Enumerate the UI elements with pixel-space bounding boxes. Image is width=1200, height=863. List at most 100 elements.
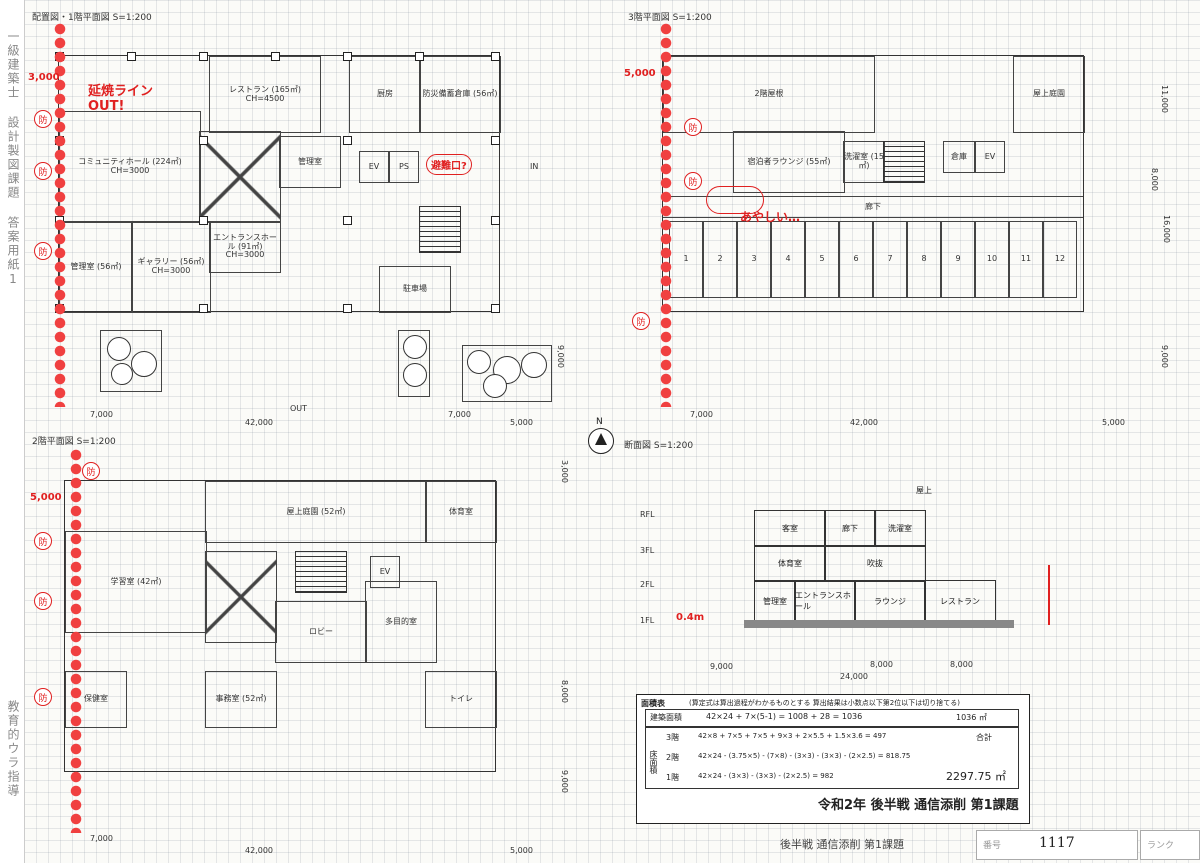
number-box[interactable]: 番号 1117 — [976, 830, 1138, 860]
f1-side-dim: 9,000 — [556, 345, 565, 368]
handwritten-note: 後半戦 通信添削 第1課題 — [780, 838, 904, 851]
f2-gym: 体育室 — [425, 481, 497, 543]
guest-room-unit: 7 — [873, 221, 907, 298]
level-rfl: RFL — [640, 510, 655, 519]
f2-bay-right-dim: 5,000 — [510, 846, 533, 855]
community-hall: コミュニティホール (224㎡) CH=3000 — [59, 111, 201, 223]
exam-title: 令和2年 後半戦 通信添削 第1課題 — [818, 798, 1019, 813]
total-value: 2297.75 ㎡ — [946, 770, 1006, 783]
column — [127, 52, 136, 61]
column — [415, 52, 424, 61]
column — [271, 52, 280, 61]
ps-1f: PS — [389, 151, 419, 183]
f2-toilet: トイレ — [425, 671, 497, 728]
fire-spread-line — [70, 448, 82, 833]
tree-icon — [483, 374, 507, 398]
f2-side-dim: 8,000 — [560, 680, 569, 703]
column — [343, 304, 352, 313]
level-3fl: 3FL — [640, 546, 655, 555]
column — [343, 52, 352, 61]
tree-icon — [467, 350, 491, 374]
guest-room-unit: 11 — [1009, 221, 1043, 298]
f2-roof-garden: 屋上庭園 (52㎡) — [205, 481, 427, 543]
f2-meeting: 多目的室 — [365, 581, 437, 663]
f1-bay-dim: 7,000 — [448, 410, 471, 419]
fire-prevention-mark: 防 — [34, 532, 52, 550]
floor3-plan: 2階屋根 屋上庭園 宿泊者ラウンジ (55㎡) 洗濯室 (15㎡) 倉庫 EV … — [662, 55, 1085, 312]
north-label: N — [596, 417, 603, 427]
in-label: IN — [530, 162, 539, 171]
site-plan-title: 配置図・1階平面図 S=1:200 — [32, 13, 152, 23]
tree-icon — [131, 351, 157, 377]
column — [199, 216, 208, 225]
f3-total-dim: 42,000 — [850, 418, 878, 427]
f1-bay-right-dim: 5,000 — [510, 418, 533, 427]
red-dim-note: 3,000 — [28, 72, 60, 83]
guest-room-unit: 6 — [839, 221, 873, 298]
f2-side-dim: 9,000 — [560, 770, 569, 793]
office-room: 管理室 (56㎡) — [59, 221, 133, 313]
level-2fl: 2FL — [640, 580, 655, 589]
area-table-note: (算定式は算出過程がわかるものとする 算出結果は小数点以下第2位以下は切り捨てる… — [689, 699, 960, 707]
guest-room-unit: 8 — [907, 221, 941, 298]
planting-area — [462, 345, 552, 402]
guest-room-unit: 2 — [703, 221, 737, 298]
level-1fl: 1FL — [640, 616, 655, 625]
column — [199, 304, 208, 313]
guest-room-unit: 9 — [941, 221, 975, 298]
f2-total-dim: 42,000 — [245, 846, 273, 855]
mgmt-room: 管理室 — [279, 136, 341, 188]
entrance-hall: エントランスホール (91㎡) CH=3000 — [209, 221, 281, 273]
fire-prevention-mark: 防 — [684, 118, 702, 136]
building-area-formula: 42×24 + 7×(5-1) = 1008 + 28 = 1036 — [706, 712, 863, 721]
tree-icon — [403, 335, 427, 359]
sec-room-2a: 体育室 — [754, 545, 826, 582]
bottom-bar: 後半戦 通信添削 第1課題 番号 1117 ランク — [780, 830, 1200, 860]
north-arrow-head — [595, 433, 607, 445]
f3-corridor: 廊下 — [663, 196, 1083, 218]
red-circle-mark — [706, 186, 764, 214]
column — [491, 136, 500, 145]
storage-room: 防災備蓄倉庫 (56㎡) — [419, 56, 501, 133]
f2-ev: EV — [370, 556, 400, 588]
sec-room-3a: 客室 — [754, 510, 826, 547]
restaurant-room: レストラン (165㎡) CH=4500 — [209, 56, 321, 133]
f1-bay-dim: 7,000 — [90, 410, 113, 419]
rank-box[interactable]: ランク — [1140, 830, 1200, 860]
sec-room-3c: 洗濯室 — [874, 510, 926, 547]
f2-bay-dim: 7,000 — [90, 834, 113, 843]
f2-stair — [295, 551, 347, 593]
fire-prevention-mark: 防 — [684, 172, 702, 190]
fire-prevention-mark: 防 — [632, 312, 650, 330]
f3-storage: 倉庫 — [943, 141, 975, 173]
sec-roof: 屋上 — [916, 485, 932, 495]
number-label: 番号 — [983, 841, 1002, 851]
ev-1f: EV — [359, 151, 389, 183]
sec-ground — [744, 620, 1014, 628]
sec-room-2b: 吹抜 — [824, 545, 926, 582]
floor3-title: 3階平面図 S=1:200 — [628, 13, 712, 23]
sec-span-dim: 24,000 — [840, 672, 868, 681]
sec-bay-dim: 9,000 — [710, 662, 733, 671]
fire-prevention-mark: 防 — [82, 462, 100, 480]
f3-bay-right-dim: 5,000 — [1102, 418, 1125, 427]
rank-label: ランク — [1147, 841, 1175, 851]
f2-office: 事務室 (52㎡) — [205, 671, 277, 728]
sec-room-3b: 廊下 — [824, 510, 876, 547]
fire-spread-line — [660, 22, 672, 407]
guest-room-unit: 3 — [737, 221, 771, 298]
fire-prevention-mark: 防 — [34, 110, 52, 128]
stair-1f — [419, 206, 461, 253]
fire-prevention-mark: 防 — [34, 592, 52, 610]
guest-room-unit: 4 — [771, 221, 805, 298]
column — [199, 52, 208, 61]
fire-prevention-mark: 防 — [34, 688, 52, 706]
f3-plaza: 屋上庭園 — [1013, 56, 1085, 133]
planting-area — [398, 330, 430, 397]
tree-icon — [107, 337, 131, 361]
f2-nursing: 保健室 — [65, 671, 127, 728]
guest-room-unit: 12 — [1043, 221, 1077, 298]
section-drawing: 客室 廊下 洗濯室 体育室 吹抜 管理室 エントランスホール ラウンジ レストラ… — [664, 486, 1014, 650]
parking-area: 駐車場 — [379, 266, 451, 313]
